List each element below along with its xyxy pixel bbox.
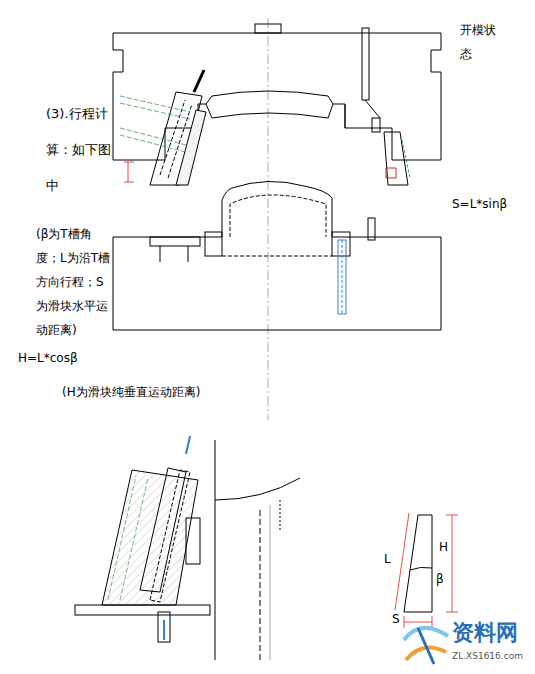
- stroke-triangle: [410, 567, 432, 570]
- detail-view: [75, 440, 300, 660]
- right-slider: [402, 140, 410, 178]
- dimension-line: [395, 513, 409, 610]
- detail-view: [158, 612, 170, 642]
- detail-view: [215, 478, 300, 500]
- core-plate: [113, 181, 441, 330]
- ejector-pin: [342, 240, 343, 314]
- detail-view: [102, 470, 198, 605]
- core-plate: [368, 218, 375, 240]
- core-plate: [150, 237, 200, 246]
- watermark-logo: [418, 628, 434, 664]
- state-note: 开模状态: [460, 18, 502, 66]
- ejector-pin: [338, 240, 346, 314]
- dimension-label: L: [384, 552, 396, 566]
- core-plate: [160, 246, 161, 262]
- cavity-plate: [328, 104, 333, 118]
- inclined-pin: [120, 96, 190, 152]
- detail-view: [260, 510, 261, 660]
- right-slider: [386, 168, 396, 178]
- core-plate: [205, 232, 222, 256]
- detail-view: [150, 470, 190, 602]
- section-heading: (3).行程计算：如下图中: [46, 96, 114, 204]
- stroke-triangle: [432, 515, 433, 612]
- center-line: [268, 18, 269, 420]
- core-plate: [113, 181, 441, 330]
- detail-pin: [163, 620, 165, 640]
- core-plate: [230, 195, 326, 237]
- angled-slider: [150, 70, 206, 185]
- detail-guide: [108, 476, 148, 600]
- detail-view: [280, 500, 281, 530]
- dimension-line: [404, 616, 405, 628]
- right-slider: [384, 132, 408, 185]
- stroke-dimension: [128, 162, 129, 182]
- formula: H=L*cosβ: [18, 350, 108, 366]
- dimension-label: H: [439, 540, 451, 554]
- dimension-line: [395, 513, 458, 628]
- legend-note: (β为T槽角度；L为沿T槽方向行程；S为滑块水平运动距离): [36, 222, 110, 342]
- return-rod: [362, 28, 380, 132]
- dimension-line: [452, 515, 453, 612]
- detail-pin: [164, 436, 190, 640]
- watermark-logo: [404, 628, 448, 640]
- stroke-triangle: [404, 515, 418, 612]
- legend-note: (H为滑块纯垂直运动距离): [62, 384, 322, 400]
- center-line: [268, 18, 269, 420]
- watermark-logo: [404, 628, 448, 664]
- core-plate: [332, 232, 350, 256]
- stroke-triangle: [404, 612, 432, 613]
- stroke-triangle: [404, 515, 432, 612]
- detail-guide: [120, 478, 148, 600]
- detail-guide: [108, 476, 136, 600]
- stroke-dimension: [124, 162, 134, 182]
- dimension-line: [404, 622, 432, 623]
- core-plate: [188, 246, 189, 262]
- detail-view: [186, 518, 200, 564]
- stroke-triangle: [418, 515, 432, 516]
- stroke-dimension: [124, 182, 134, 183]
- detail-view: [215, 440, 216, 660]
- cavity-plate: [212, 113, 328, 118]
- angled-slider: [176, 110, 206, 185]
- return-rod: [362, 28, 369, 100]
- right-slider: [384, 132, 410, 185]
- dimension-line: [446, 515, 458, 516]
- dimension-line: [446, 612, 458, 613]
- formula: S=L*sinβ: [452, 196, 532, 212]
- return-rod: [372, 118, 380, 132]
- angle-label: β: [436, 572, 448, 586]
- angled-slider: [194, 70, 204, 92]
- inclined-pin: [120, 103, 190, 119]
- detail-view: [270, 505, 271, 660]
- inclined-pin: [120, 128, 186, 145]
- detail-view: [75, 605, 210, 615]
- dimension-line: [432, 616, 433, 628]
- inclined-pin: [120, 96, 190, 112]
- cavity-plate: [345, 104, 346, 128]
- cavity-plate: [206, 104, 212, 118]
- return-rod: [365, 100, 380, 118]
- watermark: ZL.XS1616.com: [452, 650, 532, 662]
- detail-view: [140, 468, 186, 592]
- stroke-dimension: [124, 162, 134, 163]
- dimension-label: S: [392, 612, 404, 626]
- detail-pin: [186, 436, 190, 454]
- core-plate: [222, 256, 332, 257]
- watermark: 资料网: [452, 620, 532, 646]
- inclined-pin: [120, 135, 186, 152]
- ejector-pin: [338, 240, 346, 314]
- cavity-plate: [255, 24, 281, 33]
